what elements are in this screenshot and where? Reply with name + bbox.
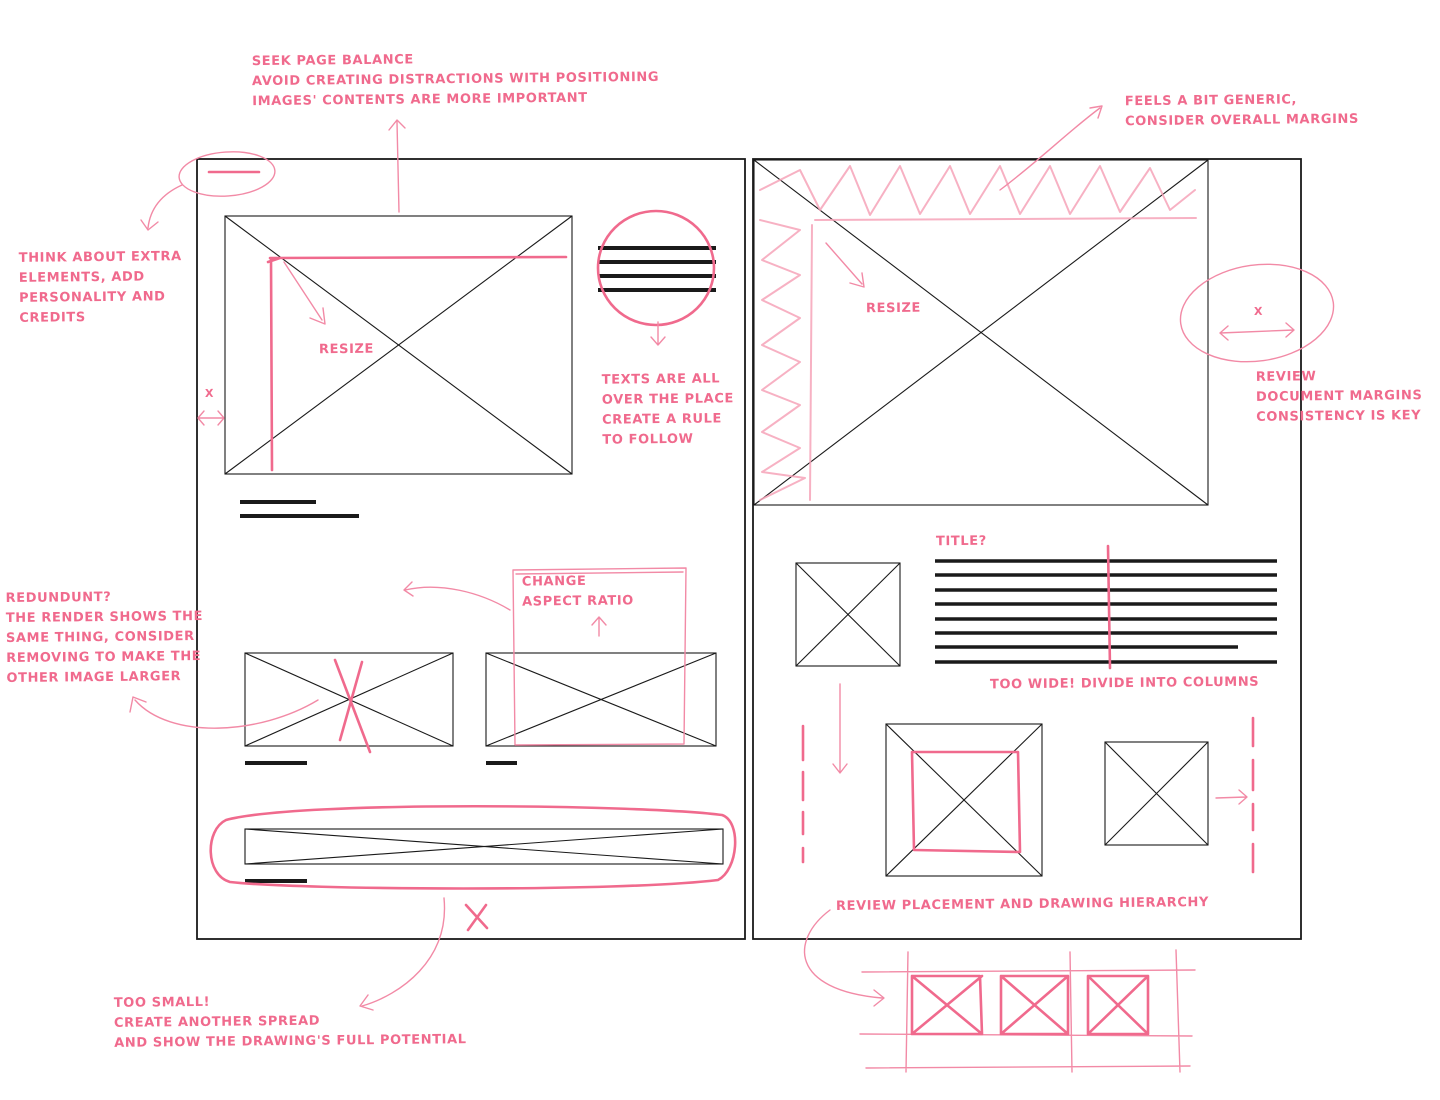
- arrow-to-generic-note: [999, 105, 1103, 191]
- small-image-placeholder: [1104, 741, 1209, 846]
- circle-mark: [178, 151, 276, 197]
- thumb-image-placeholder: [795, 562, 901, 667]
- arrow-to-small-note: [359, 897, 446, 1011]
- emphasis-square: [910, 750, 1022, 854]
- arrow-to-balance-note: [388, 119, 406, 213]
- x-mark-left: x: [204, 386, 215, 401]
- note-document-margins: REVIEW DOCUMENT MARGINS CONSISTENCY IS K…: [1255, 369, 1423, 425]
- margin-arrow-right: [1219, 322, 1295, 341]
- arrow-to-sequence: [804, 909, 885, 1007]
- right-render-image-placeholder: [485, 652, 717, 747]
- left-page-frame: [196, 158, 746, 940]
- right-text-column: [935, 559, 1277, 664]
- note-resize-left: RESIZE: [318, 341, 375, 358]
- note-too-wide: TOO WIDE! DIVIDE INTO COLUMNS: [989, 674, 1260, 693]
- note-aspect-ratio: CHANGE ASPECT RATIO: [521, 573, 634, 610]
- aspect-arrow: [591, 616, 607, 637]
- strip-oval: [209, 804, 737, 890]
- annotation-marks: [129, 105, 1335, 1073]
- column-divider: [1106, 544, 1112, 670]
- note-title: TITLE?: [935, 533, 987, 550]
- drawing-strip-placeholder: [244, 828, 724, 865]
- resize-arrow: [283, 261, 326, 325]
- note-redundant: REDUNDUNT? THE RENDER SHOWS THE SAME THI…: [5, 589, 204, 687]
- arrow-to-extra-note: [140, 184, 183, 231]
- right-page-frame: [752, 158, 1302, 940]
- note-page-balance: SEEK PAGE BALANCE AVOID CREATING DISTRAC…: [251, 52, 660, 110]
- note-extra-elements: THINK ABOUT EXTRA ELEMENTS, ADD PERSONAL…: [18, 249, 182, 326]
- proposed-thumbnail-sequence: [859, 949, 1196, 1073]
- cross-mark: [333, 658, 372, 754]
- left-main-image-placeholder: [224, 215, 573, 475]
- note-texts-rule: TEXTS ARE ALL OVER THE PLACE CREATE A RU…: [601, 371, 734, 448]
- left-text-block: [598, 246, 716, 292]
- note-resize-right: RESIZE: [865, 300, 922, 317]
- aspect-ratio-box: [512, 567, 687, 746]
- margin-circle: [1179, 263, 1335, 363]
- top-hatch: [759, 165, 1197, 221]
- arrow-to-redundant-note: [129, 696, 319, 729]
- aspect-arrow-left: [403, 581, 511, 611]
- arrow-down: [832, 683, 848, 774]
- x-mark: [464, 903, 489, 932]
- right-main-image-placeholder: [753, 159, 1209, 506]
- right-page: [752, 158, 1302, 940]
- note-generic: FEELS A BIT GENERIC, CONSIDER OVERALL MA…: [1124, 92, 1360, 130]
- margin-arrow: [197, 410, 225, 426]
- note-too-small: TOO SMALL! CREATE ANOTHER SPREAD AND SHO…: [113, 994, 467, 1051]
- left-page: [196, 158, 746, 940]
- left-hatch: [759, 219, 813, 501]
- arrow-to-texts-note: [650, 321, 666, 346]
- text-block-circle: [596, 209, 716, 327]
- note-placement: REVIEW PLACEMENT AND DRAWING HIERARCHY: [835, 895, 1210, 914]
- x-mark-right: x: [1253, 304, 1264, 319]
- resize-corner-mark: [266, 255, 568, 472]
- resize-arrow-right: [825, 242, 865, 288]
- arrow-right: [1215, 789, 1248, 805]
